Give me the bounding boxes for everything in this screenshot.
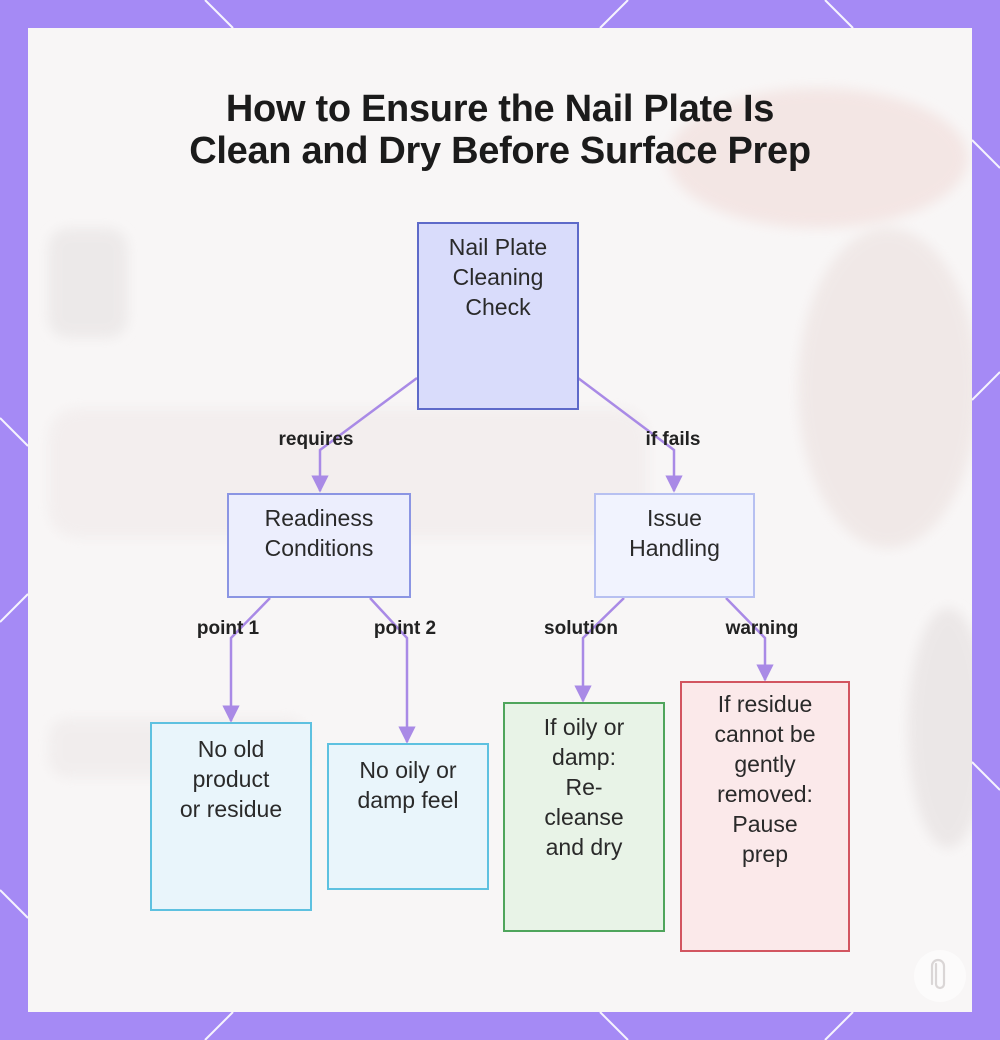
node-issue-handling: Issue Handling [594, 493, 755, 598]
edge-label-warning: warning [725, 618, 799, 639]
node-text-line: If oily or [543, 714, 625, 740]
node-text-line: Re- [565, 774, 603, 800]
page-title: How to Ensure the Nail Plate Is Clean an… [28, 88, 972, 172]
node-text-line: Nail Plate [448, 234, 548, 260]
node-text-line: product [192, 766, 270, 792]
title-line-1: How to Ensure the Nail Plate Is [225, 88, 775, 130]
node-warning-pause-prep: If residue cannot be gently removed: Pau… [680, 681, 850, 952]
edge-label-point1: point 1 [196, 618, 260, 639]
edge-point1 [222, 597, 271, 723]
node-text-line: cleanse [544, 804, 624, 830]
node-text-line: cannot be [714, 721, 816, 747]
node-text-line: Issue [647, 505, 702, 531]
node-text-line: Pause [732, 811, 798, 837]
node-text-line: Conditions [264, 535, 374, 561]
node-readiness-conditions: Readiness Conditions [227, 493, 411, 598]
edge-label-if-fails: if fails [645, 429, 701, 450]
node-no-oily-damp: No oily or damp feel [327, 743, 489, 890]
edge-if-fails [577, 377, 683, 493]
node-text-line: Check [465, 294, 531, 320]
node-text-line: or residue [179, 796, 283, 822]
edge-label-requires: requires [278, 429, 354, 450]
node-text-line: No oily or [359, 757, 457, 783]
edge-warning [725, 597, 774, 682]
paperclip-icon [914, 950, 966, 1002]
node-text-line: No old [197, 736, 265, 762]
title-line-2: Clean and Dry Before Surface Prep [189, 130, 811, 172]
node-text-line: Cleaning [452, 264, 544, 290]
edge-label-solution: solution [544, 618, 618, 639]
node-no-old-product: No old product or residue [150, 722, 312, 911]
connector-lines [222, 376, 774, 744]
edge-label-point2: point 2 [373, 618, 437, 639]
edge-solution [574, 597, 625, 703]
node-text-line: damp: [552, 744, 616, 770]
edge-point2 [369, 597, 416, 744]
node-text-line: If residue [717, 691, 813, 717]
edge-requires [311, 376, 418, 493]
node-text-line: removed: [717, 781, 813, 807]
node-text-line: damp feel [357, 787, 459, 813]
node-text-line: gently [734, 751, 796, 777]
node-text-line: Readiness [264, 505, 374, 531]
node-nail-plate-cleaning-check: Nail Plate Cleaning Check [417, 222, 579, 410]
diagram-card: How to Ensure the Nail Plate Is Clean an… [28, 28, 972, 1012]
node-text-line: prep [741, 841, 789, 867]
node-text-line: and dry [545, 834, 623, 860]
node-solution-recleanse: If oily or damp: Re- cleanse and dry [503, 702, 665, 932]
node-text-line: Handling [629, 535, 720, 561]
